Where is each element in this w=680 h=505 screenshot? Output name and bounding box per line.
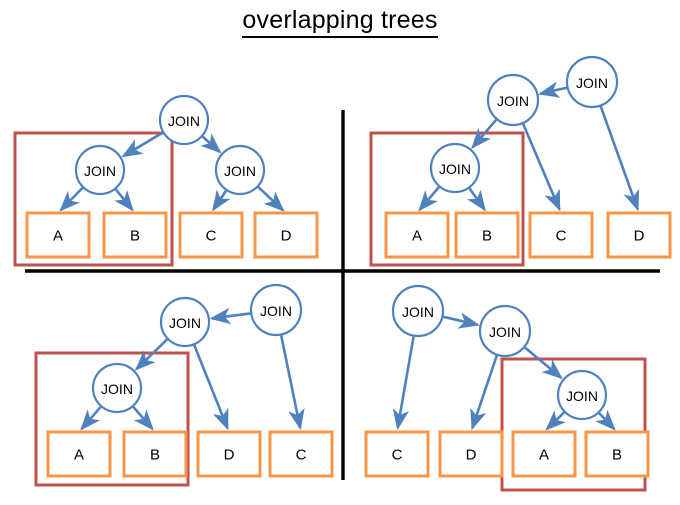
- join-node-label: JOIN: [402, 304, 434, 320]
- edge-tr-low-to-tr-b: [467, 187, 486, 212]
- edge-tl-root-to-tl-left: [121, 131, 164, 158]
- edge-br-right-to-br-b: [595, 409, 616, 431]
- leaf-label: A: [53, 228, 63, 245]
- leaf-label: A: [74, 447, 84, 464]
- edge-bl-low-to-bl-a: [80, 406, 102, 431]
- join-node-label: JOIN: [489, 324, 521, 340]
- leaf-box-bl-a[interactable]: A: [46, 430, 112, 478]
- leaf-box-bl-d[interactable]: D: [196, 430, 262, 478]
- leaf-box-br-b[interactable]: B: [584, 430, 650, 478]
- leaf-label: C: [296, 447, 307, 464]
- leaf-label: C: [556, 228, 567, 245]
- leaf-label: C: [206, 228, 217, 245]
- join-node-tl-left[interactable]: JOIN: [74, 144, 126, 196]
- join-node-tr-mid[interactable]: JOIN: [486, 73, 540, 127]
- quadrant-dividers: [25, 110, 660, 480]
- edge-tl-right-to-tl-d: [257, 186, 285, 212]
- edge-tl-right-to-tl-c: [212, 189, 231, 212]
- leaf-box-tl-a[interactable]: A: [25, 211, 91, 259]
- join-node-label: JOIN: [566, 388, 598, 404]
- edge-tr-mid-to-tr-c: [521, 123, 561, 212]
- leaf-label: C: [392, 447, 403, 464]
- edge-br-right-to-br-a: [545, 410, 567, 431]
- leaf-box-tr-b[interactable]: B: [454, 211, 520, 259]
- join-node-label: JOIN: [576, 75, 608, 91]
- join-node-tr-top[interactable]: JOIN: [565, 55, 619, 109]
- edge-bl-low-to-bl-b: [132, 406, 154, 431]
- leaf-box-bl-c[interactable]: C: [268, 430, 334, 478]
- edge-bl-top-to-bl-mid: [209, 307, 251, 325]
- group-highlight-box-top-left: [13, 131, 174, 267]
- edge-bl-top-to-bl-c: [279, 335, 305, 431]
- edge-br-mid-to-br-d: [470, 355, 498, 431]
- join-node-label: JOIN: [224, 163, 256, 179]
- leaf-box-br-a[interactable]: A: [511, 430, 577, 478]
- join-node-br-left[interactable]: JOIN: [391, 284, 445, 338]
- leaf-label: D: [281, 228, 292, 245]
- edge-tl-left-to-tl-a: [59, 186, 84, 212]
- join-node-bl-mid[interactable]: JOIN: [159, 296, 211, 348]
- leaf-box-br-d[interactable]: D: [438, 430, 504, 478]
- leaf-label: D: [466, 447, 477, 464]
- join-node-label: JOIN: [84, 163, 116, 179]
- leaf-box-tr-d[interactable]: D: [606, 211, 672, 259]
- join-node-label: JOIN: [169, 315, 201, 331]
- edge-bl-mid-to-bl-low: [134, 338, 168, 371]
- edge-br-mid-to-br-right: [524, 346, 563, 380]
- join-node-label: JOIN: [168, 113, 200, 129]
- edge-bl-mid-to-bl-d: [193, 344, 229, 431]
- page-title-text: overlapping trees: [242, 6, 438, 38]
- leaf-box-tl-d[interactable]: D: [253, 211, 319, 259]
- join-node-tl-root[interactable]: JOIN: [158, 94, 210, 146]
- group-highlight-box-bottom-right: [500, 357, 647, 492]
- leaf-label: B: [612, 447, 622, 464]
- join-nodes-layer: JOIN JOIN JOIN JOIN JOIN JOIN JOIN JOIN JOIN JOIN…: [74, 55, 619, 421]
- leaf-label: B: [482, 228, 492, 245]
- leaf-label: B: [150, 447, 160, 464]
- join-node-label: JOIN: [497, 93, 529, 109]
- leaf-label: B: [130, 228, 140, 245]
- join-node-br-right[interactable]: JOIN: [556, 369, 608, 421]
- join-node-label: JOIN: [260, 303, 292, 319]
- group-highlight-box-top-right: [369, 131, 525, 267]
- leaf-box-tl-c[interactable]: C: [178, 211, 244, 259]
- edge-br-left-to-br-c: [392, 336, 415, 431]
- edge-tl-left-to-tl-b: [114, 188, 134, 212]
- leaf-label: D: [224, 447, 235, 464]
- edge-br-left-to-br-mid: [443, 312, 480, 329]
- join-node-br-mid[interactable]: JOIN: [478, 304, 532, 358]
- edge-tr-mid-to-tr-low: [471, 118, 498, 150]
- edge-tr-top-to-tr-d: [599, 106, 640, 212]
- join-node-label: JOIN: [439, 161, 471, 177]
- leaf-boxes-layer: A B C D A B C D A B D C C D A B: [25, 211, 672, 478]
- group-boxes-layer: [13, 131, 647, 492]
- join-node-tl-right[interactable]: JOIN: [214, 144, 266, 196]
- join-node-label: JOIN: [101, 381, 133, 397]
- edge-tr-top-to-tr-mid: [538, 81, 567, 98]
- join-node-bl-top[interactable]: JOIN: [249, 283, 303, 337]
- edge-tl-root-to-tl-right: [200, 133, 222, 154]
- page-title: overlapping trees: [0, 6, 680, 38]
- edge-tr-low-to-tr-a: [418, 186, 440, 212]
- leaf-label: A: [539, 447, 549, 464]
- leaf-box-bl-b[interactable]: B: [122, 430, 188, 478]
- leaf-box-tr-c[interactable]: C: [528, 211, 594, 259]
- leaf-label: D: [634, 228, 645, 245]
- group-highlight-box-bottom-left: [34, 351, 190, 487]
- join-node-bl-low[interactable]: JOIN: [91, 362, 143, 414]
- leaf-box-br-c[interactable]: C: [364, 430, 430, 478]
- edges-layer: [59, 81, 640, 431]
- leaf-box-tl-b[interactable]: B: [102, 211, 168, 259]
- leaf-label: A: [412, 228, 422, 245]
- join-node-tr-low[interactable]: JOIN: [429, 142, 481, 194]
- leaf-box-tr-a[interactable]: A: [384, 211, 450, 259]
